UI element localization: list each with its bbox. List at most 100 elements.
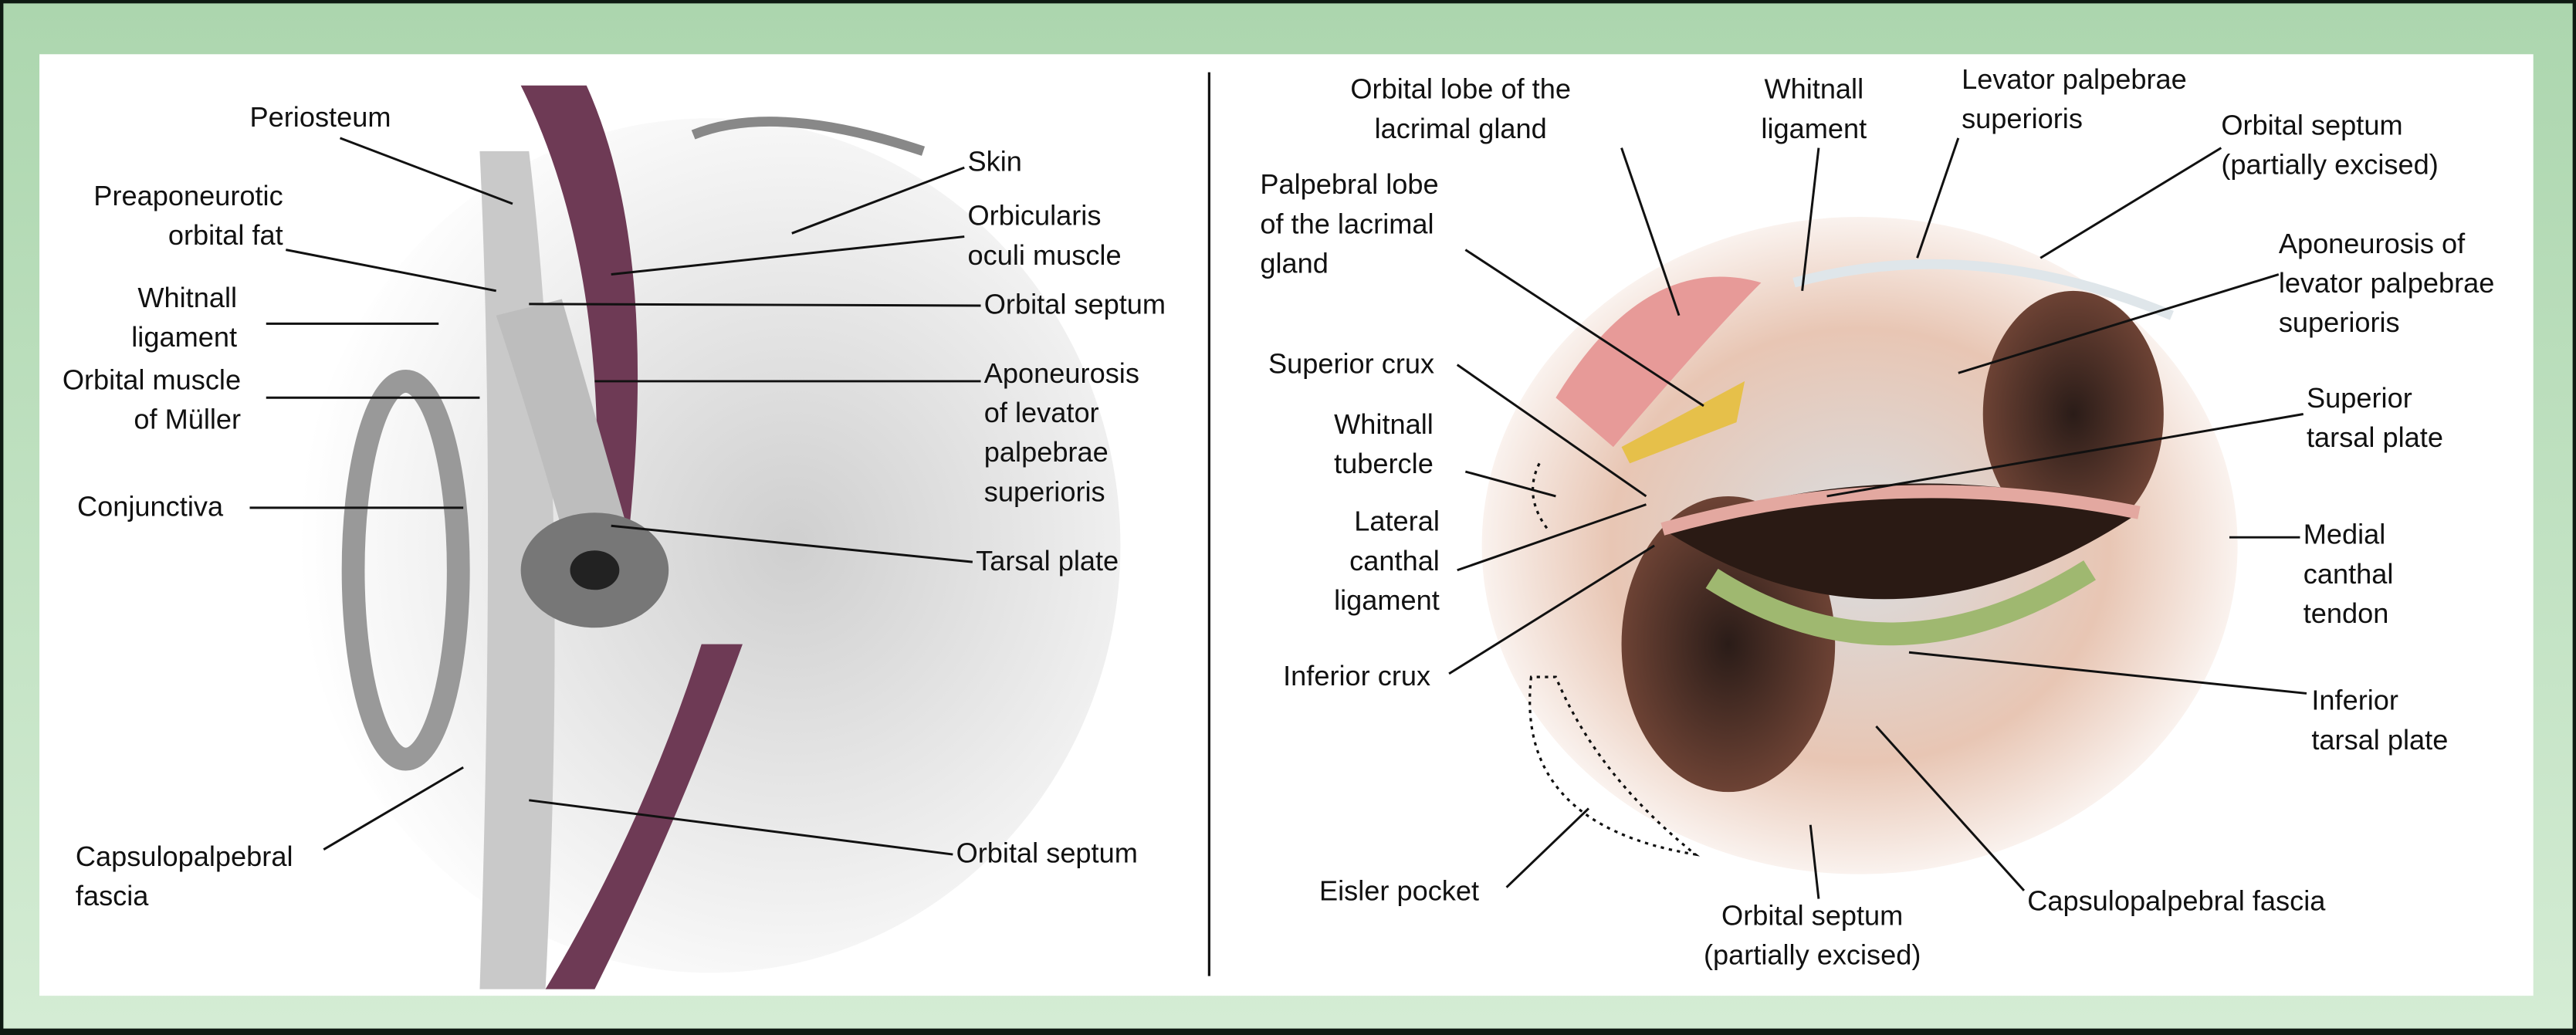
leader-line: [1457, 503, 1647, 572]
anatomy-label: Tarsal plate: [976, 543, 1119, 582]
label-line: orbital fat: [168, 220, 283, 252]
label-line: tendon: [2303, 597, 2389, 630]
anatomy-label: Levator palpebrae superioris: [1962, 61, 2187, 140]
anatomy-label: Conjunctiva: [77, 488, 223, 527]
leader-line: [529, 303, 981, 307]
leader-line: [1809, 824, 1820, 899]
label-line: Orbicularis: [967, 200, 1102, 232]
leader-line: [1456, 364, 1647, 498]
label-line: superioris: [983, 476, 1105, 508]
label-line: tubercle: [1334, 448, 1434, 480]
anatomy-label: Orbital septum(partially excised): [1704, 897, 1921, 976]
label-line: Levator palpebrae: [1962, 64, 2187, 96]
label-line: Eisler pocket: [1318, 875, 1480, 908]
leader-line: [2039, 147, 2222, 259]
leader-line: [323, 766, 464, 851]
anatomy-label: Inferior tarsal plate: [2311, 682, 2448, 761]
leader-line: [1916, 137, 1960, 259]
anatomy-label: Superior crux: [1268, 345, 1434, 384]
leader-line: [340, 137, 513, 205]
label-line: Orbital lobe of the: [1350, 73, 1571, 106]
leader-line: [611, 235, 965, 276]
label-line: Superior: [2306, 383, 2412, 414]
leader-line: [1620, 147, 1681, 316]
leader-line: [1908, 651, 2307, 695]
eisler-pocket-outline: [1528, 675, 1701, 857]
leader-line: [1448, 544, 1655, 675]
leader-line: [791, 166, 965, 235]
label-line: Whitnall: [137, 282, 238, 314]
leader-line: [1826, 413, 2304, 498]
label-line: Tarsal plate: [976, 545, 1119, 577]
label-line: palpebrae: [983, 437, 1109, 468]
label-line: Orbital muscle: [62, 364, 242, 397]
anatomy-illustrations: [249, 72, 2307, 989]
label-line: Aponeurosis: [983, 358, 1139, 390]
inferior-tarsal-plate: [1705, 560, 2096, 646]
leader-line: [529, 799, 953, 856]
anatomy-label: Capsulopalpebral fascia: [2027, 882, 2325, 922]
label-line: Skin: [967, 146, 1022, 178]
label-line: (partially excised): [2221, 149, 2439, 181]
label-line: canthal: [2303, 558, 2394, 590]
label-line: ligament: [1334, 584, 1440, 617]
label-line: Palpebral lobe: [1260, 169, 1439, 201]
leader-line: [611, 524, 973, 563]
leader-line: [1958, 273, 2280, 374]
label-line: Whitnall: [1334, 409, 1434, 441]
anatomy-label: Skin: [968, 143, 1022, 182]
label-line: tarsal plate: [2311, 724, 2449, 756]
anatomy-label: Orbital muscle of Müller: [63, 361, 241, 440]
anatomy-label: Palpebral lobe of the lacrimal gland: [1260, 166, 1438, 284]
palpebral-fissure: [1662, 483, 2139, 600]
label-line: Inferior: [2311, 685, 2399, 717]
anatomy-label: Inferior crux: [1283, 658, 1430, 697]
anatomy-label: Whitnall ligament: [1761, 71, 1867, 150]
leader-line: [1875, 726, 2026, 891]
anatomy-label: Orbital septum: [984, 286, 1166, 325]
label-line: of the lacrimal: [1260, 208, 1434, 240]
anatomy-label: Lateral canthal ligament: [1334, 502, 1440, 621]
anatomy-label: Orbital septum: [956, 835, 1138, 874]
label-line: Whitnall: [1764, 73, 1864, 106]
leader-line: [286, 249, 497, 293]
label-line: superioris: [2278, 307, 2400, 339]
label-line: Inferior crux: [1283, 660, 1431, 692]
label-line: Lateral: [1354, 506, 1440, 538]
lacrimal-gland: [1555, 276, 1762, 448]
label-line: (partially excised): [1703, 939, 1921, 972]
label-line: oculi muscle: [967, 239, 1122, 272]
label-line: ligament: [131, 322, 238, 353]
anatomy-label: Whitnall ligament: [131, 279, 237, 358]
leader-line: [1464, 249, 1704, 408]
label-line: canthal: [1349, 545, 1440, 577]
leader-lines: [249, 137, 2307, 899]
label-line: fascia: [75, 881, 149, 912]
label-line: Preaponeurotic: [93, 181, 283, 212]
anatomy-label: Whitnall tubercle: [1334, 406, 1434, 485]
label-line: of Müller: [134, 404, 242, 436]
label-line: tarsal plate: [2306, 422, 2443, 454]
label-line: Aponeurosis of: [2278, 228, 2466, 260]
label-line: Capsulopalpebral: [75, 841, 293, 873]
label-line: gland: [1260, 248, 1329, 279]
label-line: Conjunctiva: [77, 491, 224, 523]
anatomy-label: Orbital lobe of the lacrimal gland: [1350, 71, 1571, 150]
sagittal-eyelid-illustration: [299, 85, 1121, 989]
label-line: Periosteum: [249, 101, 391, 134]
anatomy-label: Periosteum: [249, 99, 391, 138]
leader-line: [1464, 470, 1556, 498]
label-line: ligament: [1761, 113, 1867, 145]
label-line: Superior crux: [1268, 348, 1435, 380]
label-line: Orbital septum: [956, 837, 1138, 870]
leader-line: [1801, 147, 1820, 292]
anatomy-label: Superior tarsal plate: [2307, 380, 2443, 458]
anatomy-label: Orbicularis oculi muscle: [968, 197, 1122, 276]
label-line: superioris: [1962, 103, 2083, 135]
anatomy-label: Capsulopalpebral fascia: [76, 838, 293, 917]
orbicularis-muscle-shape: [520, 85, 638, 546]
label-line: lacrimal gland: [1374, 113, 1547, 145]
